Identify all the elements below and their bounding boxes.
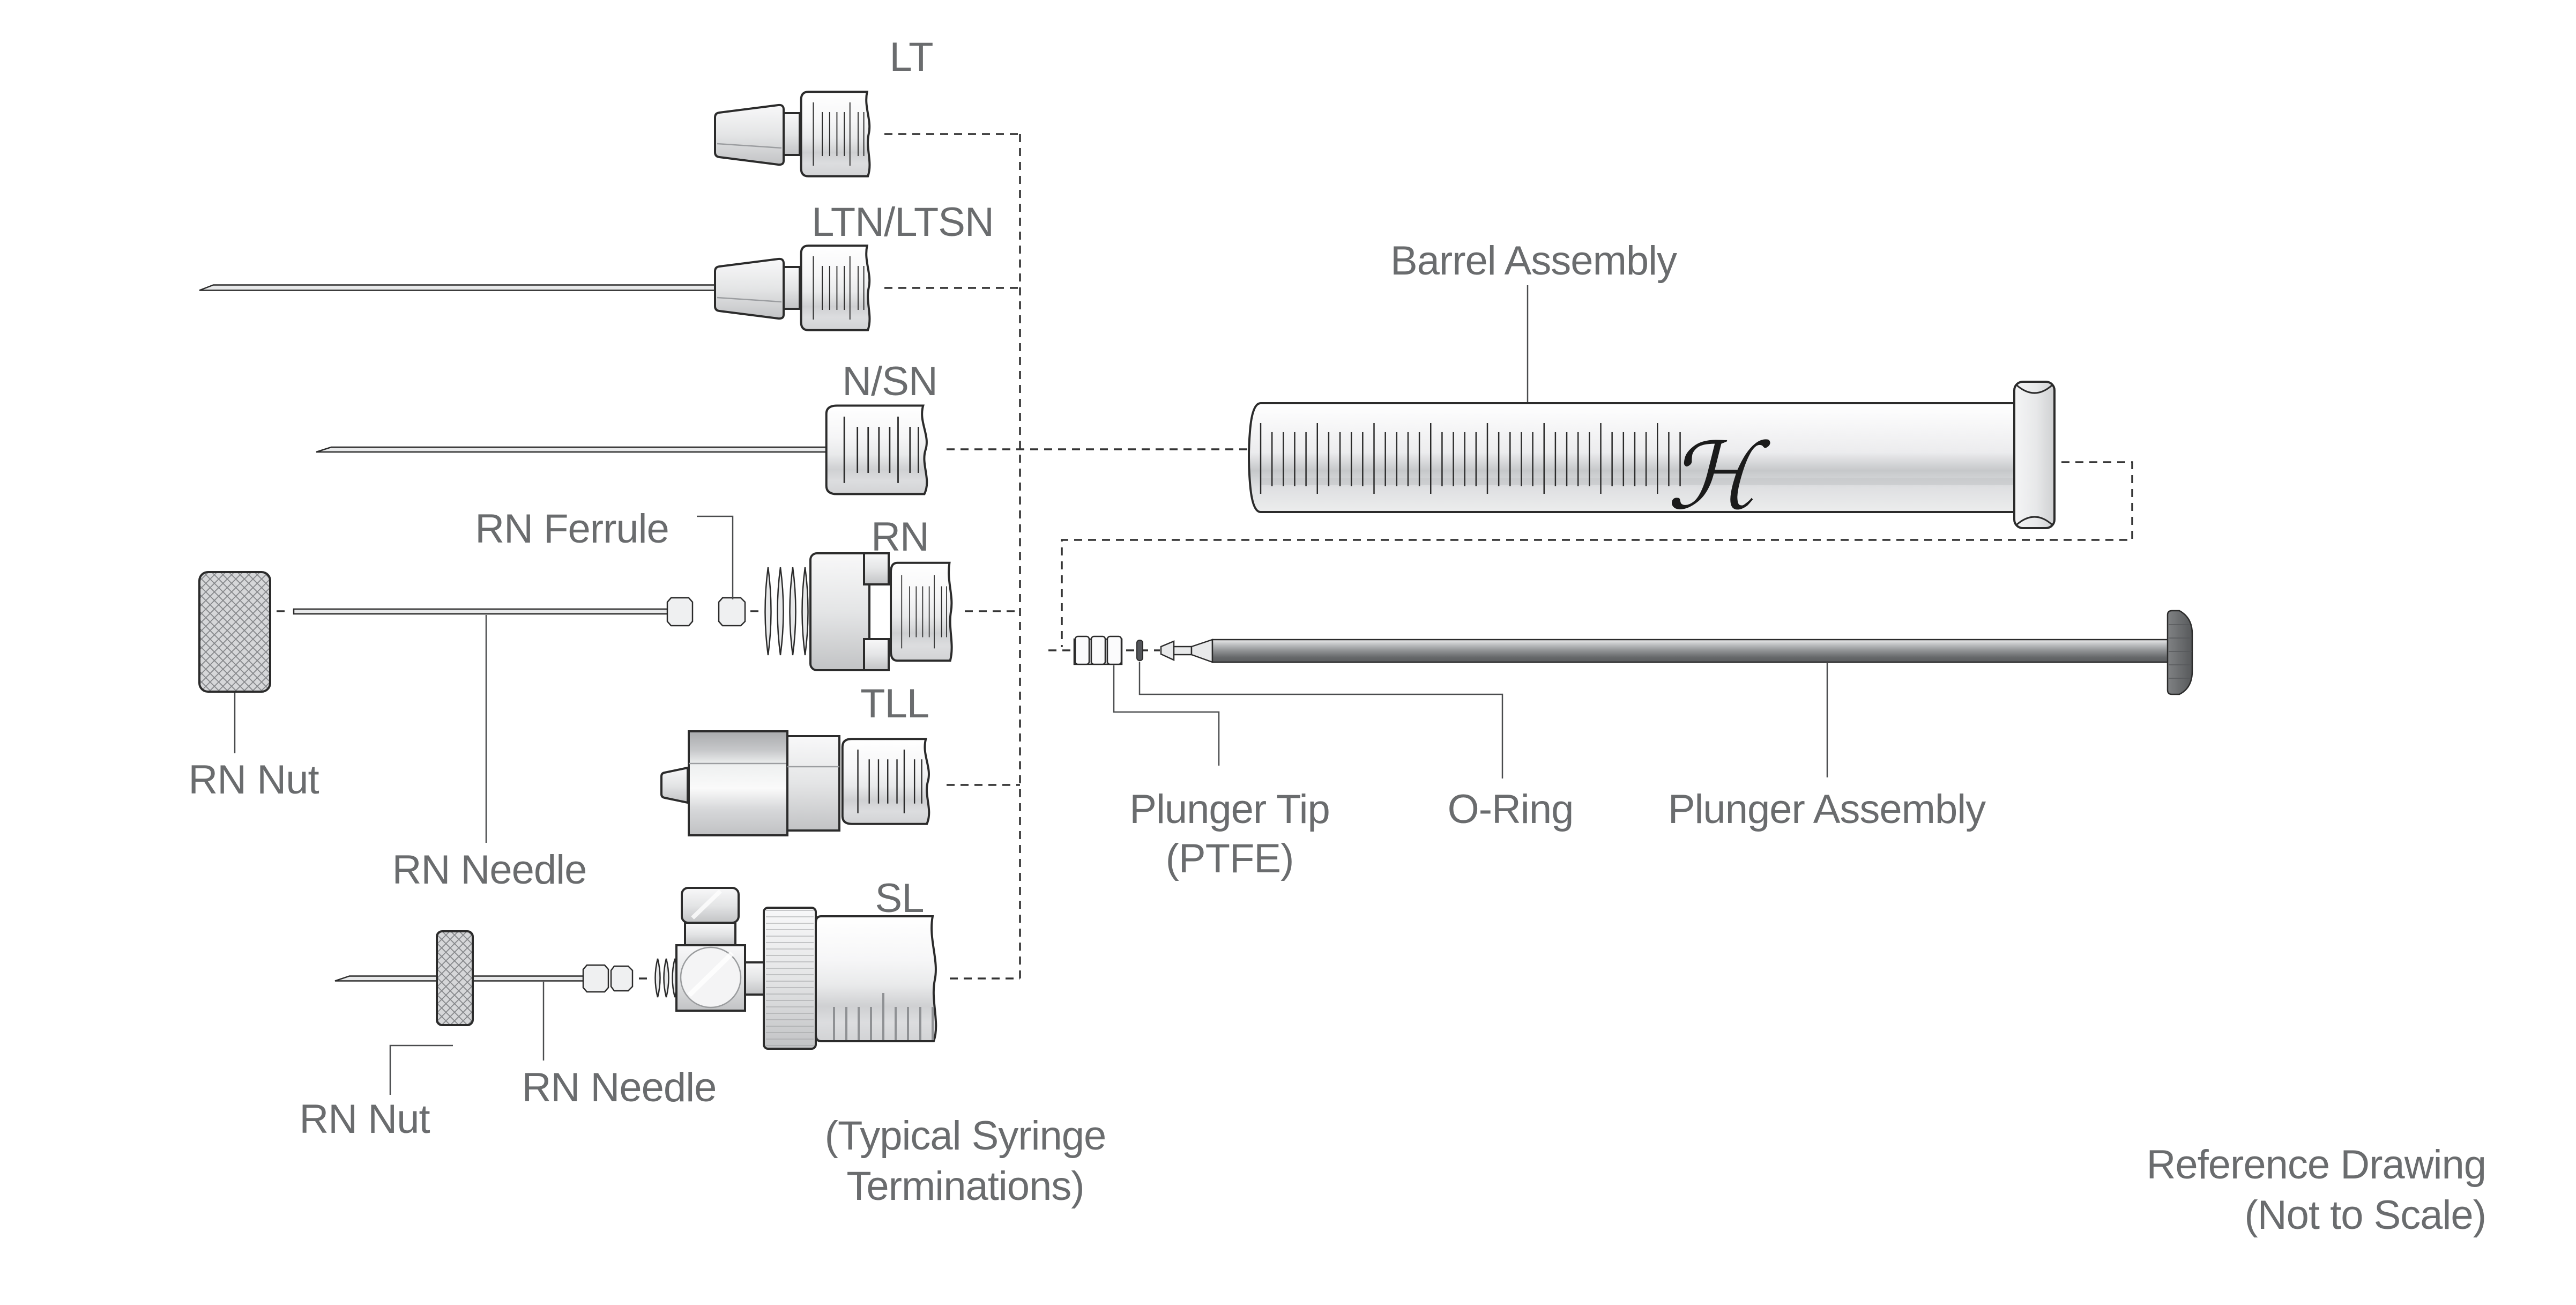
ltn-barrel-fragment [800, 244, 871, 331]
sl-ferrule-piece-1 [583, 965, 608, 992]
barrel-flange [2014, 382, 2054, 528]
label-reference-drawing: Reference Drawing [2146, 1142, 2486, 1188]
label-rn-needle-top: RN Needle [392, 847, 587, 893]
ltn-collar [784, 267, 800, 309]
lt-barrel-fragment [800, 91, 871, 177]
rn-body-upper-tab [864, 553, 889, 584]
barrel-assembly-drawing: ℋ [1249, 382, 2054, 530]
label-barrel-assembly: Barrel Assembly [1390, 238, 1677, 284]
lt-collar [784, 113, 800, 155]
lt-termination-drawing [715, 91, 871, 177]
rn-body [810, 553, 869, 670]
tll-hub [787, 736, 839, 831]
barrel-graduation-ticks [1260, 423, 1681, 494]
lt-luer-tip-cone [715, 105, 784, 165]
rn-termination-drawing [199, 553, 953, 692]
rn-body-lower-tab [864, 639, 889, 670]
diagram-labels: LT LTN/LTSN N/SN Barrel Assembly RN RN F… [188, 34, 2486, 1238]
rn-ferrule-piece [719, 598, 745, 626]
tll-barrel-fragment [841, 738, 930, 825]
leader-lines [234, 285, 1828, 1095]
plunger-tip-rib-2 [1091, 636, 1105, 664]
plunger-rod-cone [1161, 641, 1174, 660]
label-ltn: LTN/LTSN [811, 199, 994, 245]
ltn-termination-drawing [199, 244, 871, 331]
label-ptfe: (PTFE) [1166, 836, 1294, 881]
tll-termination-drawing [661, 731, 930, 835]
rn-threads [765, 567, 808, 655]
label-plunger-assembly: Plunger Assembly [1668, 787, 1986, 832]
nsn-needle [316, 447, 828, 452]
tll-tip [661, 768, 688, 803]
label-lt: LT [889, 34, 933, 80]
plunger-thumb-button [2168, 611, 2192, 694]
plunger-tip-leader [1113, 665, 1220, 766]
plunger-assembly-drawing [1074, 611, 2192, 694]
label-nsn: N/SN [842, 359, 937, 404]
ltn-luer-tip-cone [715, 259, 784, 318]
plunger-rod-flare [1192, 640, 1212, 662]
label-rn-needle-bottom: RN Needle [522, 1065, 717, 1110]
label-tll: TLL [860, 681, 929, 726]
o-ring-part [1136, 640, 1143, 661]
rn-needle-hub [667, 598, 693, 626]
plunger-rod-neck [1174, 647, 1192, 655]
label-sl: SL [875, 876, 924, 921]
sl-knob [682, 888, 739, 923]
sl-ferrule-piece-2 [611, 966, 632, 991]
rn-nut [199, 572, 270, 692]
rn-barrel-fragment [890, 561, 953, 662]
label-rn-nut-top: RN Nut [188, 757, 319, 803]
sl-threads [656, 959, 677, 997]
label-rn-ferrule: RN Ferrule [475, 506, 669, 552]
label-rn-nut-bottom: RN Nut [299, 1096, 430, 1142]
sl-knob-stem [685, 923, 735, 945]
sl-rn-nut [437, 931, 473, 1025]
label-plunger-tip: Plunger Tip [1129, 787, 1329, 832]
label-typical-line1: (Typical Syringe [825, 1113, 1106, 1159]
barrel-body [1249, 403, 2014, 512]
rn-nut-bottom-leader [389, 1044, 453, 1095]
rn-ferrule-leader [697, 515, 734, 599]
plunger-tip-rib-3 [1107, 636, 1121, 664]
label-typical-line2: Terminations) [846, 1163, 1084, 1209]
rn-needle [294, 609, 670, 614]
o-ring-leader [1138, 662, 1503, 778]
label-o-ring: O-Ring [1448, 787, 1574, 832]
label-not-to-scale: (Not to Scale) [2244, 1192, 2486, 1238]
tll-lock-collar [689, 731, 787, 835]
nsn-barrel-fragment [827, 405, 927, 494]
nsn-termination-drawing [316, 405, 927, 494]
sl-termination-drawing [335, 888, 936, 1049]
sl-neck [745, 962, 764, 995]
ltn-needle [199, 285, 724, 291]
label-rn: RN [871, 514, 929, 560]
hamilton-script-logo: ℋ [1667, 422, 1771, 530]
plunger-tip-rib-1 [1075, 636, 1089, 664]
plunger-rod [1212, 640, 2170, 662]
sl-fragment-ticks [833, 993, 934, 1040]
